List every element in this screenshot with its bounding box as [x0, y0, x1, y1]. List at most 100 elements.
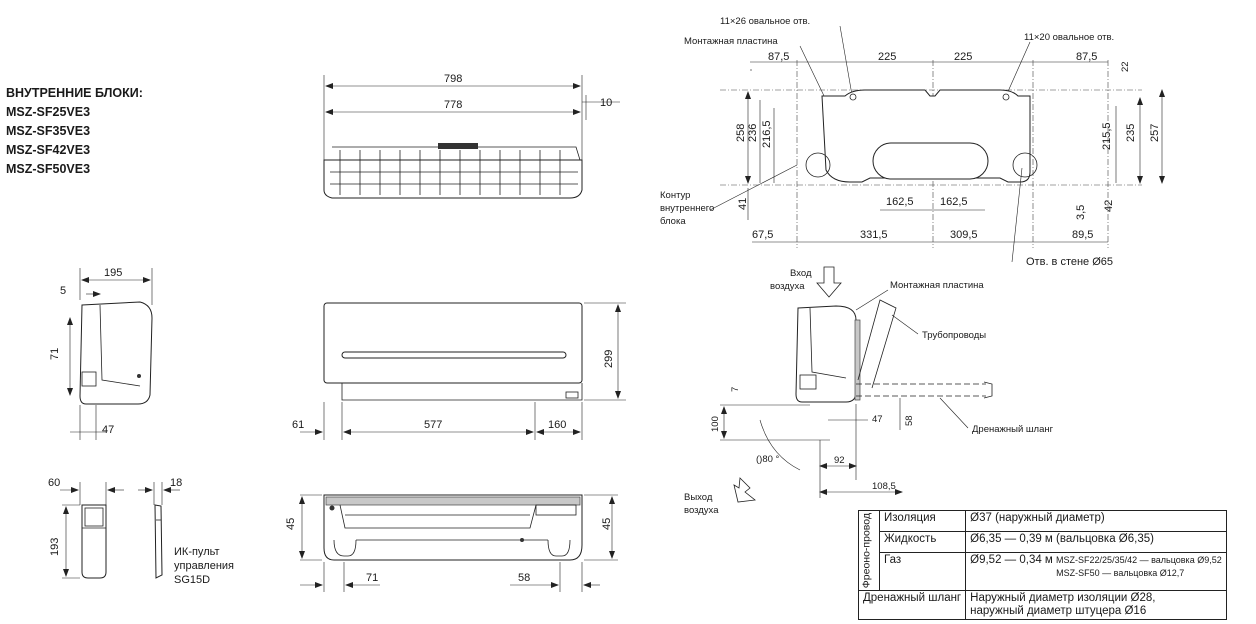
label-plate-install: Монтажная пластина: [890, 280, 984, 291]
title-line: MSZ-SF25VE3: [6, 105, 90, 119]
dim-label-10: 10: [600, 97, 612, 109]
dim-42: 42: [1103, 200, 1115, 212]
dim-label-18: 18: [170, 477, 182, 489]
dim-label-798: 798: [444, 73, 462, 85]
dim-236: 236: [747, 124, 759, 142]
label-wall-hole: Отв. в стене Ø65: [1026, 256, 1113, 268]
dim-258: 258: [735, 124, 747, 142]
dim-216: 216,5: [761, 120, 773, 148]
dim-label-160: 160: [548, 419, 566, 431]
side-view: 195 5 71 47: [49, 267, 153, 440]
dim-92: 92: [834, 455, 845, 466]
row-name: Изоляция: [878, 509, 967, 533]
table-row: Фреоно-провод Изоляция Ø37 (наружный диа…: [858, 509, 1227, 591]
dim-label-577: 577: [424, 419, 442, 431]
contour-label: внутреннего: [660, 203, 714, 214]
dim-47-install: 47: [872, 414, 883, 425]
bottom-view: 45 45 71 58: [285, 494, 618, 592]
unit-side-outline: [79, 301, 153, 405]
table-row: Дренажный шланг Наружный диаметр изоляци…: [857, 590, 1227, 621]
air-in-arrow-icon: [816, 266, 842, 298]
dim-top-4: 87,5: [1076, 51, 1097, 63]
dim-108: 108,5: [872, 481, 896, 492]
unit-bottom-outline: [323, 494, 583, 561]
dim-bottom-2: 331,5: [860, 229, 888, 241]
wall-hole-left: [805, 152, 831, 178]
remote-views: 60 193 18 ИК-пульт управления SG15D: [48, 477, 234, 586]
plate-slot: [872, 142, 989, 180]
dim-215: 215,5: [1101, 122, 1113, 150]
air-out-label: Выход: [684, 492, 713, 503]
remote-front-outline: [81, 504, 107, 579]
dim-label-71-bottom: 71: [366, 572, 378, 584]
dim-bottom-4: 89,5: [1072, 229, 1093, 241]
title-line: MSZ-SF42VE3: [6, 143, 90, 157]
dim-162-right: 162,5: [940, 196, 968, 208]
dim-label-195: 195: [104, 267, 122, 279]
dim-22: 22: [1120, 61, 1131, 72]
front-view: 299 61 577 160: [292, 302, 626, 440]
gas-note-1: MSZ-SF22/25/35/42 — вальцовка Ø9,52: [1056, 555, 1222, 566]
label-plate-top: Монтажная пластина: [684, 36, 778, 47]
dim-label-61: 61: [292, 419, 304, 431]
angle-label: ()80 °: [756, 454, 780, 465]
label-drain: Дренажный шланг: [972, 424, 1054, 435]
dim-label-5: 5: [60, 285, 66, 297]
wall-hole-right: [1012, 152, 1038, 178]
title-line: MSZ-SF35VE3: [6, 124, 90, 138]
drain-value-2: наружный диаметр штуцера Ø16: [970, 605, 1147, 618]
top-view: 798 778 10: [323, 73, 620, 199]
dim-label-299: 299: [603, 350, 615, 368]
label-pipes: Трубопроводы: [922, 330, 986, 341]
dim-top-2: 225: [878, 51, 896, 63]
dim-bottom-3: 309,5: [950, 229, 978, 241]
label-oval-26: 11×26 овальное отв.: [720, 16, 810, 27]
dim-58-install: 58: [904, 415, 915, 426]
model-title: ВНУТРЕННИЕ БЛОКИ: MSZ-SF25VE3 MSZ-SF35VE…: [6, 86, 143, 176]
air-out-arrow-icon: [733, 477, 756, 503]
dim-label-45-left: 45: [285, 518, 297, 530]
dim-label-193: 193: [49, 538, 61, 556]
remote-label: ИК-пульт: [174, 546, 220, 558]
title-line: MSZ-SF50VE3: [6, 162, 90, 176]
vent-detail: [438, 143, 478, 149]
dim-3-5: 3,5: [1075, 205, 1087, 220]
label-oval-20: 11×20 овальное отв.: [1024, 32, 1114, 43]
remote-side-outline: [154, 504, 163, 579]
dim-label-58-bottom: 58: [518, 572, 530, 584]
title-line: ВНУТРЕННИЕ БЛОКИ:: [6, 86, 143, 100]
gas-note-2: MSZ-SF50 — вальцовка Ø12,7: [1056, 568, 1185, 579]
drain-value: Наружный диаметр изоляции Ø28, наружный …: [965, 590, 1227, 621]
dim-162-left: 162,5: [886, 196, 914, 208]
drain-name: Дренажный шланг: [857, 590, 967, 621]
remote-label: SG15D: [174, 574, 210, 586]
row-name: Жидкость: [878, 531, 967, 554]
air-in-label: Вход: [790, 268, 812, 279]
row-value: Ø6,35 — 0,39 м (вальцовка Ø6,35): [965, 531, 1227, 554]
dim-100: 100: [710, 416, 721, 432]
dim-7: 7: [730, 387, 741, 392]
dim-41: 41: [737, 198, 749, 210]
drain-value-1: Наружный диаметр изоляции Ø28,: [970, 592, 1156, 605]
dim-label-71: 71: [49, 348, 61, 360]
dim-label-60: 60: [48, 477, 60, 489]
row-name: Газ: [878, 552, 967, 592]
mounting-plate-view: 11×26 овальное отв. Монтажная пластина 1…: [660, 16, 1165, 268]
dim-label-778: 778: [444, 99, 462, 111]
group-label: Фреоно-провод: [858, 510, 880, 591]
front-slot: [341, 351, 567, 359]
unit-install-outline: [795, 305, 857, 403]
dim-top-3: 225: [954, 51, 972, 63]
air-in-label: воздуха: [770, 281, 805, 292]
remote-label: управления: [174, 560, 234, 572]
row-value-gas: Ø9,52 — 0,34 м MSZ-SF22/25/35/42 — вальц…: [965, 552, 1227, 592]
dim-235: 235: [1125, 124, 1137, 142]
dim-label-45-right: 45: [601, 518, 613, 530]
dim-label-47: 47: [102, 424, 114, 436]
row-value: Ø37 (наружный диаметр): [965, 509, 1227, 533]
air-out-label: воздуха: [684, 505, 719, 516]
unit-front-outline: [323, 302, 583, 384]
contour-label: блока: [660, 216, 686, 227]
table-row: Газ Ø9,52 — 0,34 м MSZ-SF22/25/35/42 — в…: [859, 552, 1227, 592]
